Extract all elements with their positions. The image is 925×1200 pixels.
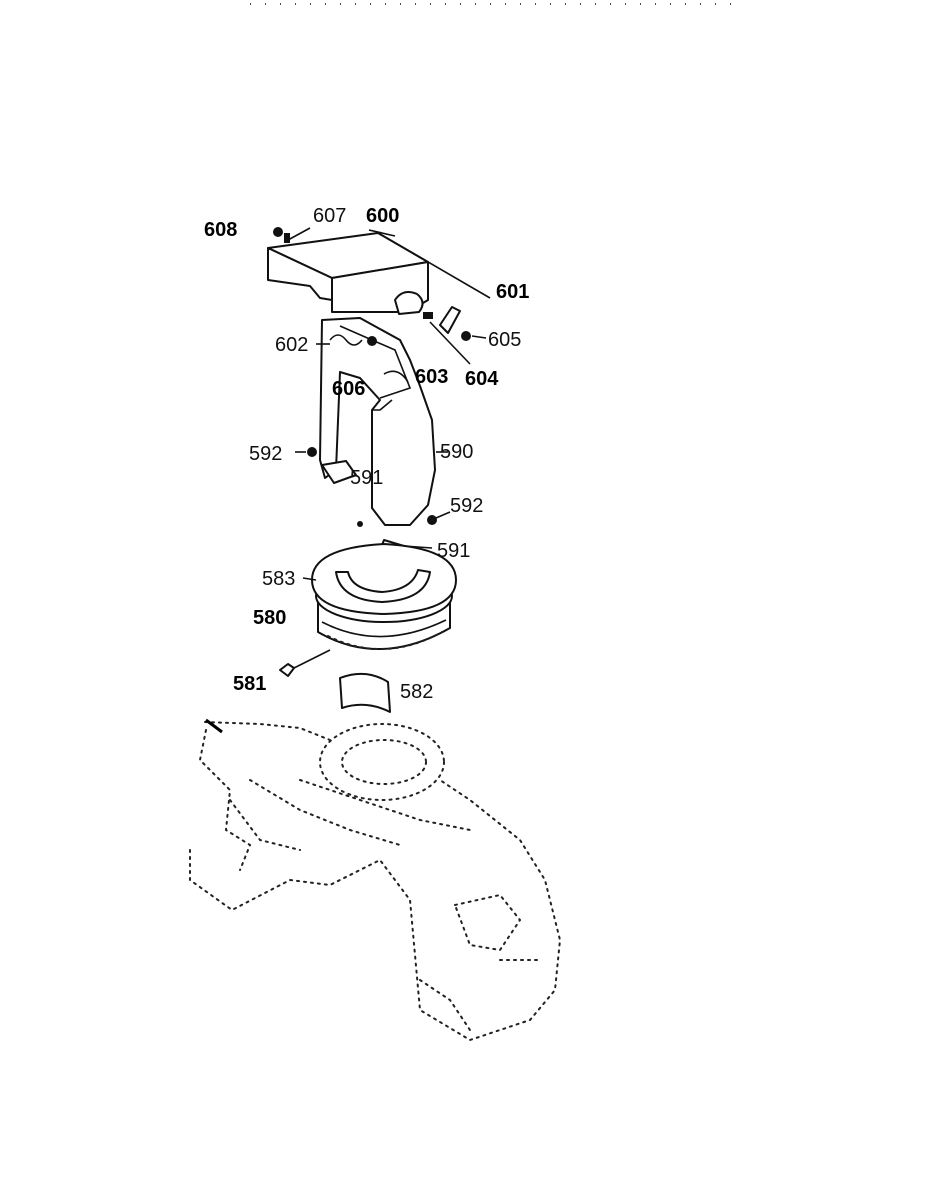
label-607: 607 <box>313 205 346 227</box>
label-583: 583 <box>262 568 295 590</box>
base-pointer-tick <box>205 718 223 734</box>
label-600: 600 <box>366 205 399 227</box>
label-582: 582 <box>400 681 433 703</box>
screw-607 <box>284 233 290 243</box>
label-581: 581 <box>233 673 266 695</box>
label-601: 601 <box>496 281 529 303</box>
pin-603 <box>423 312 433 319</box>
screw-581 <box>279 663 295 677</box>
part-590-handle <box>319 317 436 526</box>
nut-605 <box>461 331 471 341</box>
label-606: 606 <box>332 378 365 400</box>
screw-592-left <box>307 447 317 457</box>
label-605: 605 <box>488 329 521 351</box>
label-592-left: 592 <box>249 443 282 465</box>
part-582-shim <box>339 672 391 713</box>
part-600-cover <box>267 232 429 315</box>
screw-607-lead <box>287 227 311 241</box>
label-592-right: 592 <box>450 495 483 517</box>
spring-602 <box>329 334 363 346</box>
label-608: 608 <box>204 219 237 241</box>
label-580: 580 <box>253 607 286 629</box>
label-603: 603 <box>415 366 448 388</box>
label-591-right: 591 <box>437 540 470 562</box>
clip-591-left <box>321 460 357 484</box>
screw-606 <box>367 336 377 346</box>
label-602: 602 <box>275 334 308 356</box>
pin-591-small <box>357 521 363 527</box>
label-590: 590 <box>440 441 473 463</box>
screw-608 <box>273 227 283 237</box>
leader-lines <box>295 229 491 581</box>
label-604: 604 <box>465 368 499 390</box>
base-unit-outline <box>189 721 562 1042</box>
part-580-ring <box>311 543 457 651</box>
washer-604 <box>439 306 461 334</box>
label-591-left: 591 <box>350 467 383 489</box>
screw-592-right <box>427 515 437 525</box>
